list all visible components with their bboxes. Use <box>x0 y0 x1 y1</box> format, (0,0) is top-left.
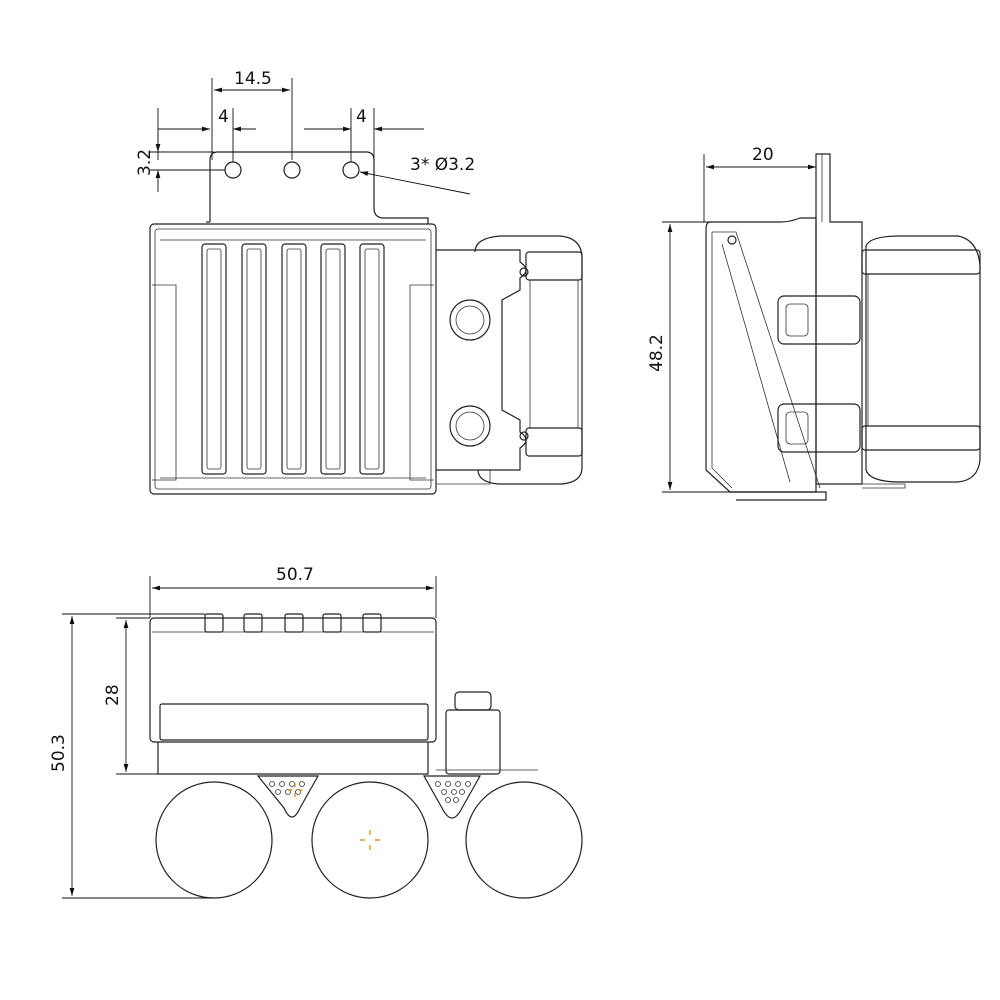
dim-hole-offset-label: 3.2 <box>135 149 155 176</box>
mount-hole-right <box>342 161 360 179</box>
dim-side-height: 48.2 <box>647 221 730 493</box>
connector-plate <box>436 249 527 471</box>
front-tabs <box>204 613 382 633</box>
cooling-ribs <box>201 243 385 475</box>
dim-pitch: 14.5 <box>211 69 293 160</box>
port-lower <box>449 405 491 447</box>
roller-top <box>474 235 583 485</box>
dim-depth-label: 20 <box>752 145 774 165</box>
port-upper <box>449 299 491 341</box>
dim-edge-right: 4 <box>304 107 424 162</box>
dim-pitch-label: 14.5 <box>234 69 272 89</box>
dim-total-height-label: 50.3 <box>49 734 69 772</box>
side-connector-lower <box>777 403 861 453</box>
mount-hole-center <box>283 161 301 179</box>
dim-body-height-label: 28 <box>103 684 123 706</box>
dim-edge-left-label: 4 <box>218 107 229 127</box>
side-roller <box>865 235 981 483</box>
dim-depth: 20 <box>703 145 816 222</box>
front-roller-left <box>155 781 273 899</box>
front-roller-right <box>465 781 583 899</box>
dim-width: 50.7 <box>149 565 437 618</box>
main-body <box>149 223 437 495</box>
dim-width-label: 50.7 <box>276 565 314 585</box>
dim-edge-right-label: 4 <box>356 107 367 127</box>
dim-total-height: 50.3 <box>49 613 214 899</box>
dim-edge-left: 4 <box>157 107 256 162</box>
dim-body-height: 28 <box>103 617 158 775</box>
side-back-plate <box>815 153 863 485</box>
crosshair-icon <box>288 783 380 850</box>
front-connector <box>445 709 501 775</box>
dim-hole-offset: 3.2 <box>135 130 225 192</box>
front-roller-center <box>311 781 429 899</box>
mounting-tab <box>209 151 429 224</box>
front-view: 50.7 28 50.3 <box>49 565 583 899</box>
side-housing <box>705 217 817 493</box>
dim-hole-callout: 3* Ø3.2 <box>359 155 475 195</box>
dim-side-height-label: 48.2 <box>647 334 667 372</box>
side-view: 20 48.2 <box>647 145 981 501</box>
top-view: 14.5 4 4 3.2 3* Ø3.2 <box>135 69 583 495</box>
dim-hole-callout-label: 3* Ø3.2 <box>410 155 475 175</box>
front-body <box>149 617 437 743</box>
mount-hole-left <box>224 161 242 179</box>
side-connector-upper <box>777 295 861 345</box>
